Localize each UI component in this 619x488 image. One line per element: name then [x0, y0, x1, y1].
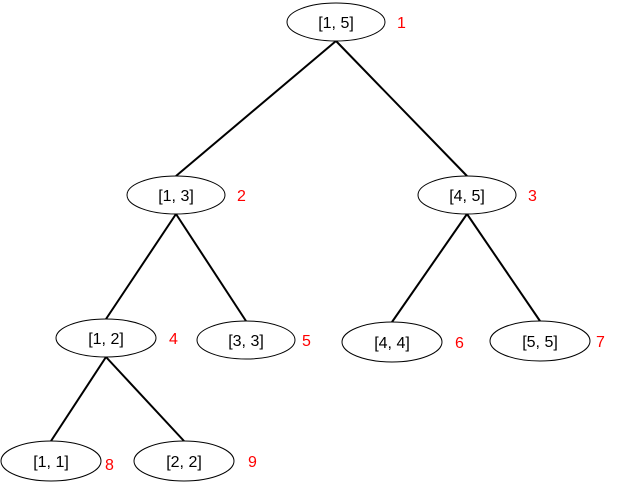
tree-node-5: [3, 3] 5 [196, 320, 311, 360]
tree-node-2: [1, 3] 2 [126, 175, 246, 215]
node-label: [4, 5] [449, 188, 485, 205]
edges-layer [50, 40, 541, 442]
node-index-number: 7 [596, 334, 605, 351]
tree-node-3: [4, 5] 3 [417, 175, 537, 215]
node-ellipse [286, 2, 386, 42]
tree-node-6: [4, 4] 6 [341, 321, 464, 363]
node-ellipse [417, 175, 517, 215]
node-label: [1, 5] [318, 15, 354, 32]
tree-node-4: [1, 2] 4 [55, 318, 178, 358]
tree-edge-3-7 [466, 213, 541, 322]
node-label: [1, 2] [88, 331, 124, 348]
node-label: [4, 4] [374, 335, 410, 352]
node-ellipse [489, 320, 591, 362]
node-label: [1, 3] [158, 188, 194, 205]
tree-node-7: [5, 5] 7 [489, 320, 605, 362]
node-index-number: 6 [455, 335, 464, 352]
node-ellipse [133, 440, 235, 482]
node-label: [3, 3] [228, 333, 264, 350]
node-label: [5, 5] [522, 334, 558, 351]
tree-edge-2-4 [105, 213, 177, 320]
node-ellipse [55, 318, 157, 358]
node-index-number: 4 [169, 331, 178, 348]
tree-edge-1-2 [175, 40, 337, 177]
tree-edge-1-3 [335, 40, 468, 177]
node-ellipse [0, 440, 102, 482]
tree-edge-3-6 [391, 213, 468, 323]
node-label: [2, 2] [166, 454, 202, 471]
tree-edge-4-9 [105, 356, 185, 442]
tree-edge-2-5 [175, 213, 247, 322]
tree-edge-4-8 [50, 356, 107, 442]
node-ellipse [341, 321, 443, 363]
tree-node-1: [1, 5] 1 [286, 2, 406, 42]
nodes-layer: [1, 5] 1 [1, 3] 2 [4, 5] 3 [1, 2] 4 [3, 3] 5 [4, 4… [0, 2, 605, 482]
node-index-number: 3 [528, 188, 537, 205]
tree-node-8: [1, 1] 8 [0, 440, 114, 482]
node-ellipse [196, 320, 296, 360]
node-index-number: 2 [237, 188, 246, 205]
node-ellipse [126, 175, 226, 215]
node-index-number: 9 [248, 454, 257, 471]
tree-node-9: [2, 2] 9 [133, 440, 257, 482]
node-label: [1, 1] [33, 454, 69, 471]
node-index-number: 1 [397, 15, 406, 32]
node-index-number: 5 [302, 333, 311, 350]
node-index-number: 8 [105, 457, 114, 474]
